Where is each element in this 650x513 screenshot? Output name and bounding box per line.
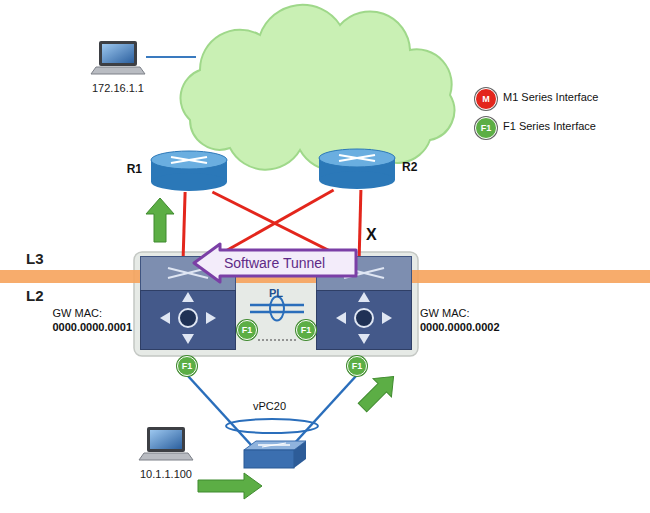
port-type: F1 [182,361,193,371]
port-type: F1 [301,325,312,335]
legend-symbol: F1 [481,123,492,133]
access-wire [146,56,196,58]
mac-caption: GW MAC: [52,306,132,320]
port-type: F1 [242,325,253,335]
laptop-icon [138,426,194,462]
tunnel-label: Software Tunnel [224,255,325,271]
peer-link-label: PL [269,287,283,299]
f1-port-badge: F1 [347,356,367,376]
peer-link [250,311,304,314]
peer-link [250,304,304,307]
tunnel-arrow: Software Tunnel [192,243,358,283]
legend-swatch: M [475,88,497,110]
flow-arrow [198,473,262,499]
gateway-mac-label: GW MAC:0000.0000.0001 [52,306,132,334]
flow-arrow [146,198,174,242]
ip-address: 10.1.1.100 [136,468,196,480]
keepalive-link [258,339,296,341]
legend-symbol: M [482,94,490,104]
legend-text: M1 Series Interface [503,91,598,103]
uplink-line [359,190,361,256]
failure-mark: X [366,226,377,244]
laptop-host: 10.1.1.100 [136,426,196,480]
laptop-host: 172.16.1.1 [88,40,148,94]
uplink-line [183,192,185,256]
laptop-icon [90,40,146,76]
router-icon [318,148,396,190]
legend-swatch: F1 [475,117,497,139]
vpc-label: vPC20 [253,400,286,412]
ip-address: 172.16.1.1 [88,82,148,94]
uplink-line [217,190,334,256]
router-name: R1 [127,162,142,176]
tunnel-arrow-outline [194,244,356,282]
layer-label: L2 [26,287,44,304]
mac-address: 0000.0000.0001 [52,320,132,334]
vpc-ring [226,419,318,433]
vpc-member-link [188,376,252,446]
router: R1 [150,150,228,192]
f1-port-badge: F1 [296,320,316,340]
layer-label: L3 [26,250,44,267]
port-channel-ring [270,297,284,321]
legend-text: F1 Series Interface [503,120,596,132]
mac-address: 0000.0000.0002 [420,320,500,334]
wan-cloud [181,5,455,171]
f1-port-badge: F1 [237,320,257,340]
router-icon [150,150,228,192]
f1-port-badge: F1 [177,356,197,376]
vpc-member-link [292,376,356,446]
access-switch [244,441,306,468]
gateway-mac-label: GW MAC:0000.0000.0002 [420,306,500,334]
router-name: R2 [402,160,417,174]
port-type: F1 [352,361,363,371]
router: R2 [318,148,396,190]
mac-caption: GW MAC: [420,306,500,320]
vpc-domain-box [134,252,418,356]
